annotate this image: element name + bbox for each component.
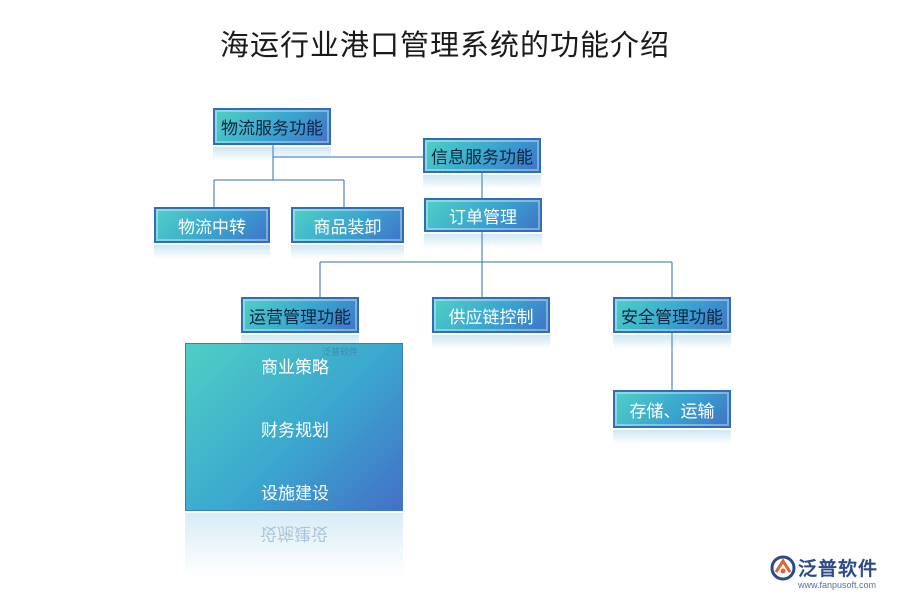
node-reflection <box>213 147 331 161</box>
operation-item: 设施建设 <box>261 484 329 504</box>
node-logistics-transfer: 物流中转 <box>154 207 270 243</box>
node-supply-chain-control: 供应链控制 <box>432 297 550 333</box>
node-reflection <box>291 245 404 259</box>
node-reflection <box>423 175 541 189</box>
node-security-management: 安全管理功能 <box>613 297 731 333</box>
operation-item: 财务规划 <box>261 421 329 441</box>
node-logistics-service: 物流服务功能 <box>213 108 331 145</box>
node-reflection <box>424 234 542 248</box>
node-reflection <box>613 430 731 444</box>
node-info-service: 信息服务功能 <box>423 138 541 173</box>
node-reflection <box>432 335 550 349</box>
node-reflection <box>154 245 270 259</box>
node-reflection <box>613 335 731 349</box>
panel-watermark: 泛普软件 <box>322 348 359 358</box>
brand-url: www.fanpusoft.com <box>798 580 877 590</box>
operation-item: 商业策略 <box>261 358 329 378</box>
node-goods-loading: 商品装卸 <box>291 207 404 243</box>
panel-reflection: 设施建设 <box>185 513 403 577</box>
diagram-title: 海运行业港口管理系统的功能介绍 <box>219 28 670 62</box>
brand-mark-icon <box>770 555 796 581</box>
node-storage-transport: 存储、运输 <box>613 390 731 428</box>
brand-logo: 泛普软件 www.fanpusoft.com <box>770 553 895 593</box>
node-operation-management: 运营管理功能 <box>241 297 359 333</box>
reflected-item: 设施建设 <box>260 523 328 543</box>
brand-name: 泛普软件 <box>798 558 879 580</box>
operation-items-panel: 商业策略 财务规划 设施建设 <box>185 343 403 511</box>
node-order-management: 订单管理 <box>424 198 542 232</box>
